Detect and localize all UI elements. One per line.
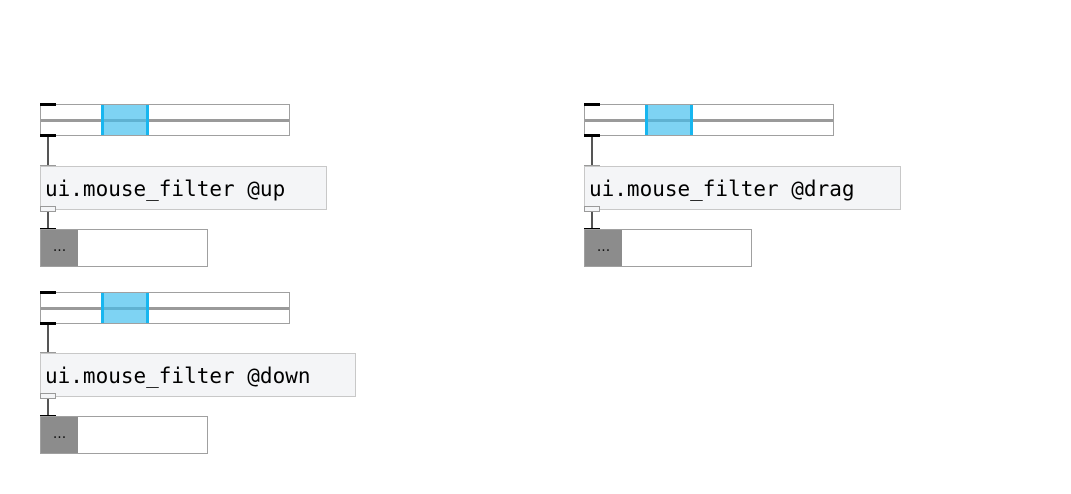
slider-knob[interactable] — [101, 105, 149, 135]
slider-outlet — [40, 322, 56, 325]
display-down[interactable]: ... — [40, 416, 208, 454]
connection-wire — [47, 137, 49, 167]
connection-wire — [47, 212, 49, 228]
display-drag[interactable]: ... — [584, 229, 752, 267]
connection-wire — [47, 325, 49, 354]
slider-outlet — [40, 134, 56, 137]
slider-down[interactable] — [40, 292, 290, 324]
object-outlet — [40, 206, 56, 212]
slider-knob[interactable] — [645, 105, 693, 135]
slider-track — [41, 119, 289, 122]
display-value — [79, 417, 207, 453]
connection-wire — [591, 137, 593, 167]
display-button[interactable]: ... — [41, 417, 78, 453]
slider-inlet — [40, 103, 56, 106]
display-button[interactable]: ... — [41, 230, 78, 266]
display-value — [623, 230, 751, 266]
slider-track — [585, 119, 833, 122]
object-outlet — [40, 393, 56, 399]
display-up[interactable]: ... — [40, 229, 208, 267]
mouse-filter-down-object[interactable]: ui.mouse_filter @down — [40, 353, 356, 397]
slider-knob[interactable] — [101, 293, 149, 323]
display-value — [79, 230, 207, 266]
display-button[interactable]: ... — [585, 230, 622, 266]
mouse-filter-up-object[interactable]: ui.mouse_filter @up — [40, 166, 327, 210]
slider-inlet — [584, 103, 600, 106]
connection-wire — [591, 212, 593, 228]
mouse-filter-drag-object[interactable]: ui.mouse_filter @drag — [584, 166, 901, 210]
slider-outlet — [584, 134, 600, 137]
slider-track — [41, 307, 289, 310]
object-outlet — [584, 206, 600, 212]
connection-wire — [47, 399, 49, 415]
slider-drag[interactable] — [584, 104, 834, 136]
slider-up[interactable] — [40, 104, 290, 136]
slider-inlet — [40, 291, 56, 294]
